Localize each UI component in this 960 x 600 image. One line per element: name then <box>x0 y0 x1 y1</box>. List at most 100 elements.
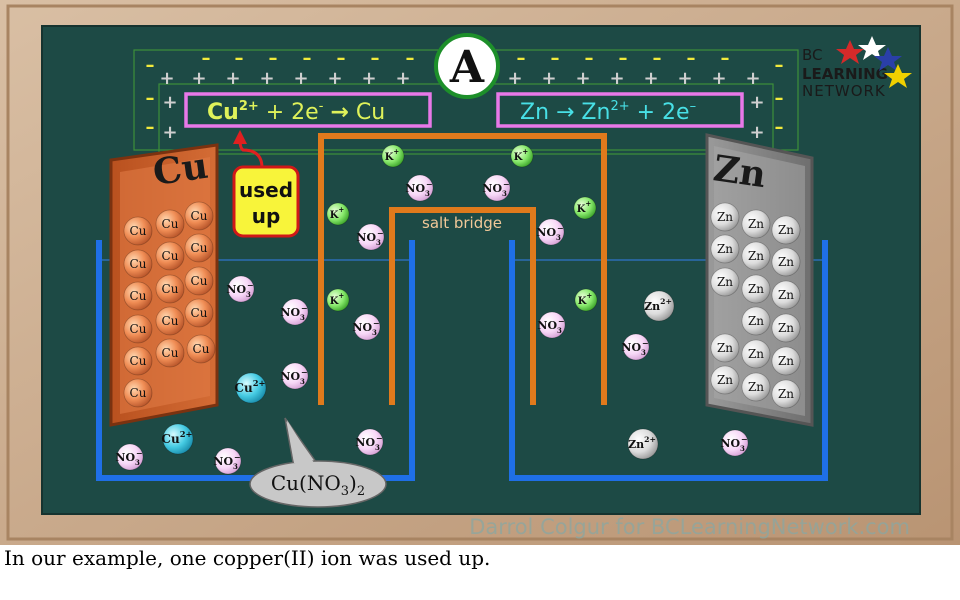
positive-sign: + <box>643 68 658 89</box>
potassium-ion: K+ <box>381 144 405 168</box>
zinc-atom: Zn <box>771 280 801 310</box>
nitrate-ion: NO3− <box>537 311 566 339</box>
copper-atom: Cu <box>155 274 185 304</box>
copper-atom: Cu <box>184 233 214 263</box>
positive-sign: + <box>327 68 342 89</box>
zinc-atom: Zn <box>741 372 771 402</box>
svg-text:Cu: Cu <box>130 257 147 271</box>
electron-sign: – <box>775 55 784 76</box>
zinc-atom: Zn <box>710 365 740 395</box>
nitrate-ion: NO3− <box>115 443 144 471</box>
zinc-atom: Zn <box>771 313 801 343</box>
svg-text:BC: BC <box>802 46 823 64</box>
anode-equation: Zn → Zn2+ + 2e– <box>520 99 696 125</box>
positive-sign: + <box>395 68 410 89</box>
salt-bridge-outer <box>318 133 607 405</box>
electron-sign: – <box>303 48 312 69</box>
copper-electrode-label: Cu <box>150 145 210 194</box>
svg-text:Zn: Zn <box>778 223 794 237</box>
copper-atom: Cu <box>123 249 153 279</box>
copper-atom: Cu <box>155 306 185 336</box>
copper-atom: Cu <box>186 334 216 364</box>
bc-learning-network-logo: BC LEARNING NETWORK <box>802 36 912 100</box>
svg-text:NO3−: NO3− <box>482 179 509 198</box>
svg-text:NO3−: NO3− <box>536 223 563 242</box>
svg-text:Zn: Zn <box>748 347 764 361</box>
star-yellow-icon <box>884 64 912 88</box>
svg-text:Cu: Cu <box>130 386 147 400</box>
zinc-electrode-label: Zn <box>711 147 769 196</box>
svg-text:NO3−: NO3− <box>355 433 382 452</box>
positive-sign: + <box>191 68 206 89</box>
svg-text:Cu: Cu <box>162 282 179 296</box>
svg-text:Cu: Cu <box>193 342 210 356</box>
ammeter[interactable]: A <box>434 33 500 99</box>
positive-sign: + <box>507 68 522 89</box>
svg-text:Zn2+: Zn2+ <box>644 297 672 313</box>
svg-text:Cu2+: Cu2+ <box>234 378 265 395</box>
electron-sign: – <box>687 48 696 69</box>
svg-text:NO3−: NO3− <box>720 434 747 453</box>
potassium-ion: K+ <box>326 288 350 312</box>
svg-text:Cu: Cu <box>130 354 147 368</box>
svg-text:Zn: Zn <box>717 210 733 224</box>
copper-atom: Cu <box>123 314 153 344</box>
zinc-atom: Zn <box>741 241 771 271</box>
electron-sign: – <box>202 48 211 69</box>
nitrate-ion: NO3− <box>352 313 381 341</box>
svg-text:Zn: Zn <box>717 341 733 355</box>
zinc-atom: Zn <box>741 274 771 304</box>
copper-atom: Cu <box>184 201 214 231</box>
zinc-atom: Zn <box>741 306 771 336</box>
positive-sign: + <box>609 68 624 89</box>
svg-text:Cu: Cu <box>162 314 179 328</box>
watermark: Darrol Colgur for BCLearningNetwork.com <box>469 515 910 539</box>
nitrate-ion: NO3− <box>213 447 242 475</box>
copper-atom: Cu <box>123 378 153 408</box>
svg-text:NO3−: NO3− <box>537 316 564 335</box>
svg-text:NO3−: NO3− <box>115 448 142 467</box>
copper-atom: Cu <box>155 241 185 271</box>
positive-sign: + <box>293 68 308 89</box>
svg-text:NO3−: NO3− <box>621 338 648 357</box>
svg-text:Cu: Cu <box>130 224 147 238</box>
svg-text:Cu: Cu <box>191 241 208 255</box>
svg-text:Zn: Zn <box>717 275 733 289</box>
svg-text:K+: K+ <box>578 291 593 307</box>
ammeter-label: A <box>449 42 485 93</box>
svg-text:NO3−: NO3− <box>213 452 240 471</box>
nitrate-ion: NO3− <box>405 174 434 202</box>
svg-text:NO3−: NO3− <box>352 318 379 337</box>
zinc-atom: Zn <box>771 247 801 277</box>
potassium-ion: K+ <box>573 196 597 220</box>
copper-atom: Cu <box>123 281 153 311</box>
svg-text:Zn: Zn <box>748 217 764 231</box>
svg-text:NO3−: NO3− <box>356 228 383 247</box>
electron-sign: – <box>653 48 662 69</box>
svg-text:Zn: Zn <box>748 314 764 328</box>
svg-text:K+: K+ <box>577 199 592 215</box>
electron-sign: – <box>269 48 278 69</box>
charge-signs: ––––––––––––––++++++++++++++++–––+–++–+– <box>146 48 784 143</box>
positive-sign: + <box>225 68 240 89</box>
positive-sign: + <box>677 68 692 89</box>
positive-sign: + <box>361 68 376 89</box>
copper-atom: Cu <box>155 338 185 368</box>
svg-text:Cu: Cu <box>191 306 208 320</box>
positive-sign: + <box>711 68 726 89</box>
zinc-atom: Zn <box>771 215 801 245</box>
copper-atom: Cu <box>155 209 185 239</box>
svg-text:K+: K+ <box>514 147 529 163</box>
positive-sign: + <box>162 122 177 143</box>
svg-text:Zn: Zn <box>778 288 794 302</box>
electron-sign: – <box>775 117 784 138</box>
salt-bridge-inner <box>389 207 536 405</box>
red-curved-arrow-icon <box>238 139 264 169</box>
positive-sign: + <box>745 68 760 89</box>
svg-text:Cu: Cu <box>162 346 179 360</box>
zinc-atom: Zn <box>741 209 771 239</box>
nitrate-ion: NO3− <box>621 333 650 361</box>
electron-sign: – <box>517 48 526 69</box>
svg-text:up: up <box>252 204 281 228</box>
copper-ion: Cu2+ <box>234 372 267 404</box>
